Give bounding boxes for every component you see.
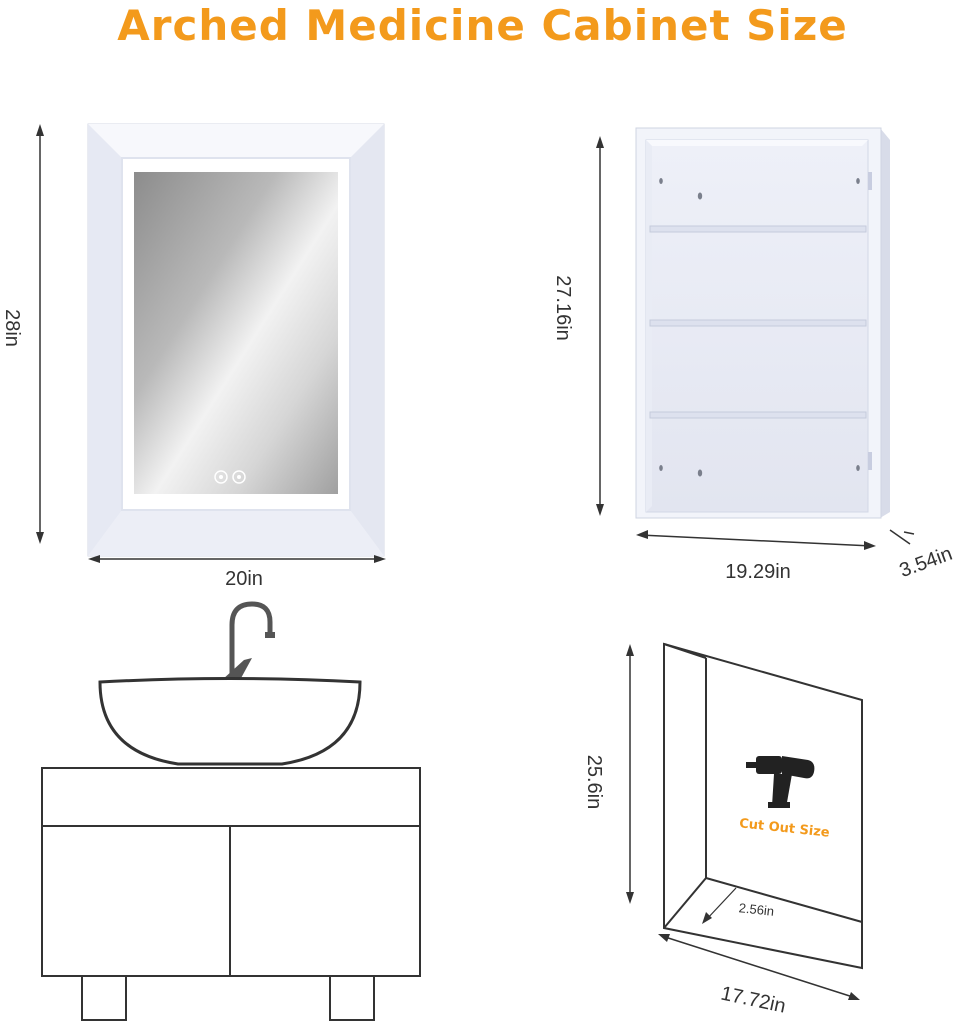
mirror-width-dimension [88,555,386,563]
cabinet-height-dimension [596,136,604,516]
page-title: Arched Medicine Cabinet Size [117,1,848,50]
touch-button-icon [214,470,228,484]
cutout-depth-label: 2.56in [738,900,775,919]
mirror-height-label: 28in [1,309,23,347]
cabinet-depth-label: 3.54in [897,543,956,582]
cutout-depth-dimension [702,887,737,924]
cabinet-open-view [635,127,890,519]
cabinet-width-dimension [636,530,876,550]
led-mirror [87,123,385,557]
cabinet-height-label: 27.16in [552,275,574,341]
cutout-width-label: 17.72in [719,983,788,1018]
cabinet-depth-dimension [889,529,915,545]
shelf [649,411,867,419]
faucet-icon [222,601,275,680]
cutout-height-dimension [626,644,634,904]
shelf [649,319,867,327]
shelf [649,225,867,233]
touch-button-icon [232,470,246,484]
drill-icon [746,756,815,808]
wall-cutout [663,642,863,970]
vanity-sink [41,601,421,1021]
cutout-height-label: 25.6in [583,755,605,810]
mirror-height-dimension [36,124,44,544]
mounting-hole-icon [659,178,860,477]
cabinet-width-label: 19.29in [725,561,791,583]
cutout-width-dimension [658,934,860,1000]
mirror-width-label: 20in [225,568,263,590]
